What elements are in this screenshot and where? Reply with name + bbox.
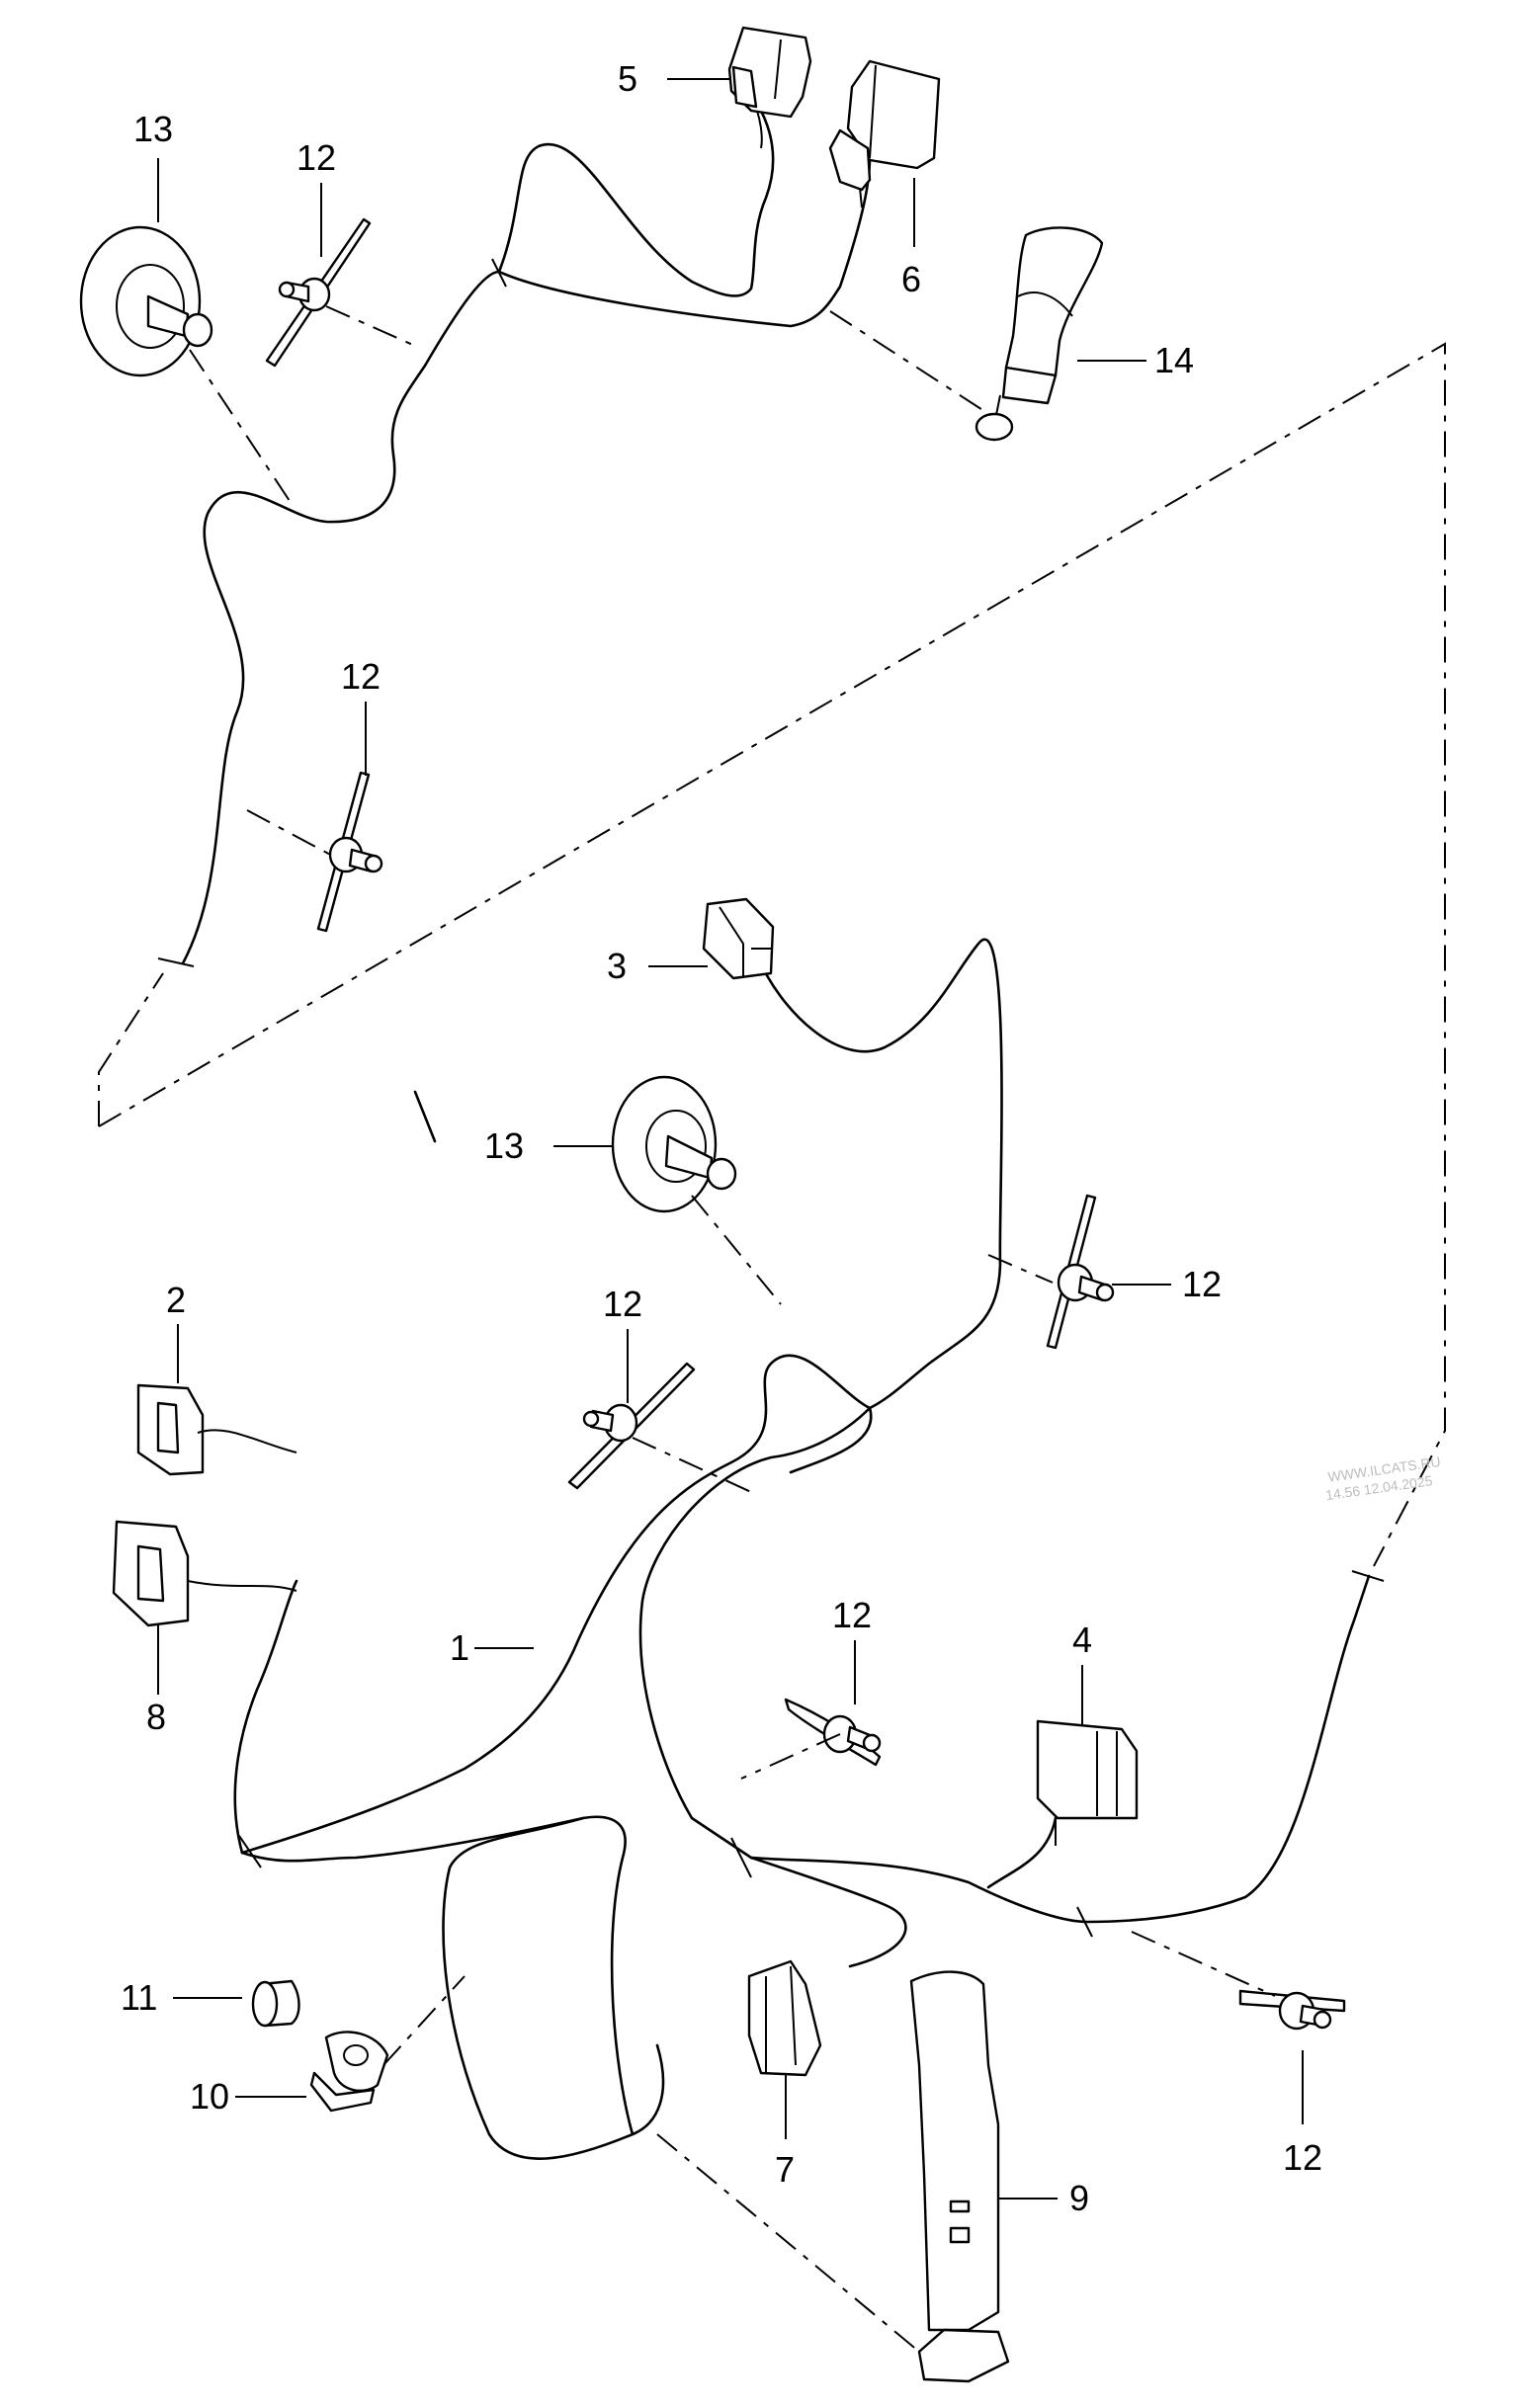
sleeve-11 <box>251 1979 300 2028</box>
callout-6: 6 <box>901 259 921 299</box>
clip-12-lower-center <box>784 1698 882 1767</box>
holder-10 <box>309 2031 389 2113</box>
association-lines <box>189 305 1276 2353</box>
callout-5: 5 <box>618 58 637 99</box>
callout-14: 14 <box>1154 340 1194 380</box>
connector-5 <box>727 26 812 149</box>
clip-12-upper-b <box>316 771 383 933</box>
wire-break-upper <box>157 957 195 967</box>
callout-12-lower-right: 12 <box>1283 2137 1322 2178</box>
connector-8 <box>112 1520 297 1627</box>
connector-4 <box>1036 1719 1139 1846</box>
callout-3: 3 <box>607 946 627 986</box>
callout-13-lower: 13 <box>484 1125 524 1166</box>
clip-12-center <box>567 1362 696 1490</box>
section-boundary <box>98 342 1446 1567</box>
upper-harness <box>181 109 872 965</box>
clip-12-lower-right <box>1238 1989 1346 2031</box>
callout-7: 7 <box>775 2149 795 2190</box>
leader-lines <box>157 78 1304 2200</box>
callout-2: 2 <box>166 1280 186 1320</box>
callout-labels: 13 12 5 6 14 12 3 13 12 2 12 8 1 12 4 11… <box>121 58 1322 2218</box>
clip-12-mid-right <box>1046 1194 1115 1350</box>
callout-12-mid-right: 12 <box>1182 1264 1222 1304</box>
callout-12-lower-center: 12 <box>832 1595 872 1635</box>
grommet-13-lower <box>611 1075 737 1213</box>
callout-1: 1 <box>450 1627 469 1668</box>
clip-12-upper-a <box>265 217 372 368</box>
lower-harness <box>233 938 1371 2160</box>
callout-4: 4 <box>1072 1619 1092 1660</box>
callout-13-top: 13 <box>133 109 173 149</box>
connector-6 <box>828 59 941 208</box>
watermark: WWW.ILCATS.RU 14.56 12.04.2025 <box>1324 1453 1441 1503</box>
callout-12-upper-left: 12 <box>341 656 381 697</box>
callout-12-center: 12 <box>603 1284 642 1324</box>
callout-11: 11 <box>121 1977 157 2018</box>
grommet-14 <box>975 226 1104 442</box>
callout-8: 8 <box>146 1697 166 1737</box>
callout-10: 10 <box>190 2076 229 2117</box>
grommet-13-top <box>79 225 213 377</box>
callout-12-top: 12 <box>297 137 336 178</box>
component-7 <box>747 1959 822 2077</box>
component-9 <box>909 1970 1010 2383</box>
connector-2 <box>136 1383 297 1476</box>
connector-3 <box>702 897 775 980</box>
callout-9: 9 <box>1069 2178 1089 2218</box>
